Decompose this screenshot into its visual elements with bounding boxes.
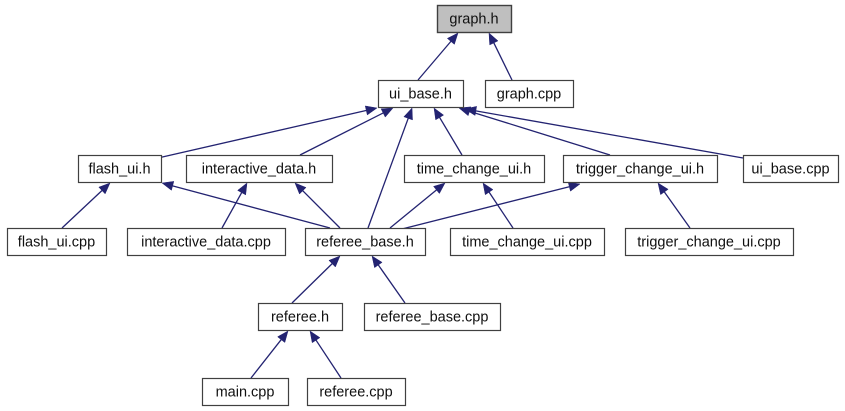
- edges-layer: [61, 32, 744, 379]
- edge-referee_base_h-to-trigger_change_ui_h: [397, 181, 581, 231]
- edge-ui_base_cpp-to-ui_base_h: [464, 106, 744, 159]
- edge-referee_cpp-to-referee_h: [309, 330, 342, 379]
- node-referee_cpp[interactable]: referee.cpp: [306, 377, 407, 407]
- edge-referee_h-to-referee_base_h: [291, 255, 341, 304]
- node-time_change_ui_h[interactable]: time_change_ui.h: [403, 154, 546, 184]
- edge-flash_ui_h-to-ui_base_h: [157, 105, 378, 159]
- node-interactive_data_h[interactable]: interactive_data.h: [185, 154, 334, 184]
- node-referee_base_h[interactable]: referee_base.h: [304, 227, 427, 257]
- edge-referee_base_h-to-flash_ui_h: [161, 181, 331, 229]
- node-trigger_change_ui_cpp[interactable]: trigger_change_ui.cpp: [624, 227, 795, 257]
- node-trigger_change_ui_h[interactable]: trigger_change_ui.h: [562, 154, 719, 184]
- node-flash_ui_cpp[interactable]: flash_ui.cpp: [6, 227, 108, 257]
- node-interactive_data_cpp[interactable]: interactive_data.cpp: [126, 227, 287, 257]
- edge-time_change_ui_cpp-to-time_change_ui_h: [482, 182, 514, 229]
- edge-ui_base_h-to-graph_h: [417, 32, 459, 81]
- node-flash_ui_h[interactable]: flash_ui.h: [77, 154, 163, 184]
- edge-referee_base_h-to-ui_base_h: [367, 107, 413, 229]
- node-referee_base_cpp[interactable]: referee_base.cpp: [363, 302, 502, 332]
- edge-interactive_data_h-to-ui_base_h: [299, 107, 394, 156]
- node-referee_h[interactable]: referee.h: [257, 302, 344, 332]
- edge-referee_base_h-to-time_change_ui_h: [389, 182, 446, 229]
- edge-time_change_ui_h-to-ui_base_h: [433, 107, 463, 156]
- edge-referee_base_h-to-interactive_data_h: [294, 182, 341, 229]
- edge-referee_base_cpp-to-referee_base_h: [371, 255, 406, 304]
- edge-interactive_data_cpp-to-interactive_data_h: [221, 182, 248, 229]
- node-ui_base_cpp[interactable]: ui_base.cpp: [742, 154, 840, 184]
- node-graph_h[interactable]: graph.h: [436, 4, 513, 34]
- node-graph_cpp[interactable]: graph.cpp: [484, 79, 575, 109]
- edge-graph_cpp-to-graph_h: [488, 32, 513, 81]
- edge-trigger_change_ui_cpp-to-trigger_change_ui_h: [657, 182, 691, 229]
- edge-flash_ui_cpp-to-flash_ui_h: [61, 182, 111, 229]
- edge-main_cpp-to-referee_h: [250, 330, 289, 379]
- node-ui_base_h[interactable]: ui_base.h: [377, 79, 465, 109]
- node-main_cpp[interactable]: main.cpp: [201, 377, 290, 407]
- node-time_change_ui_cpp[interactable]: time_change_ui.cpp: [449, 227, 606, 257]
